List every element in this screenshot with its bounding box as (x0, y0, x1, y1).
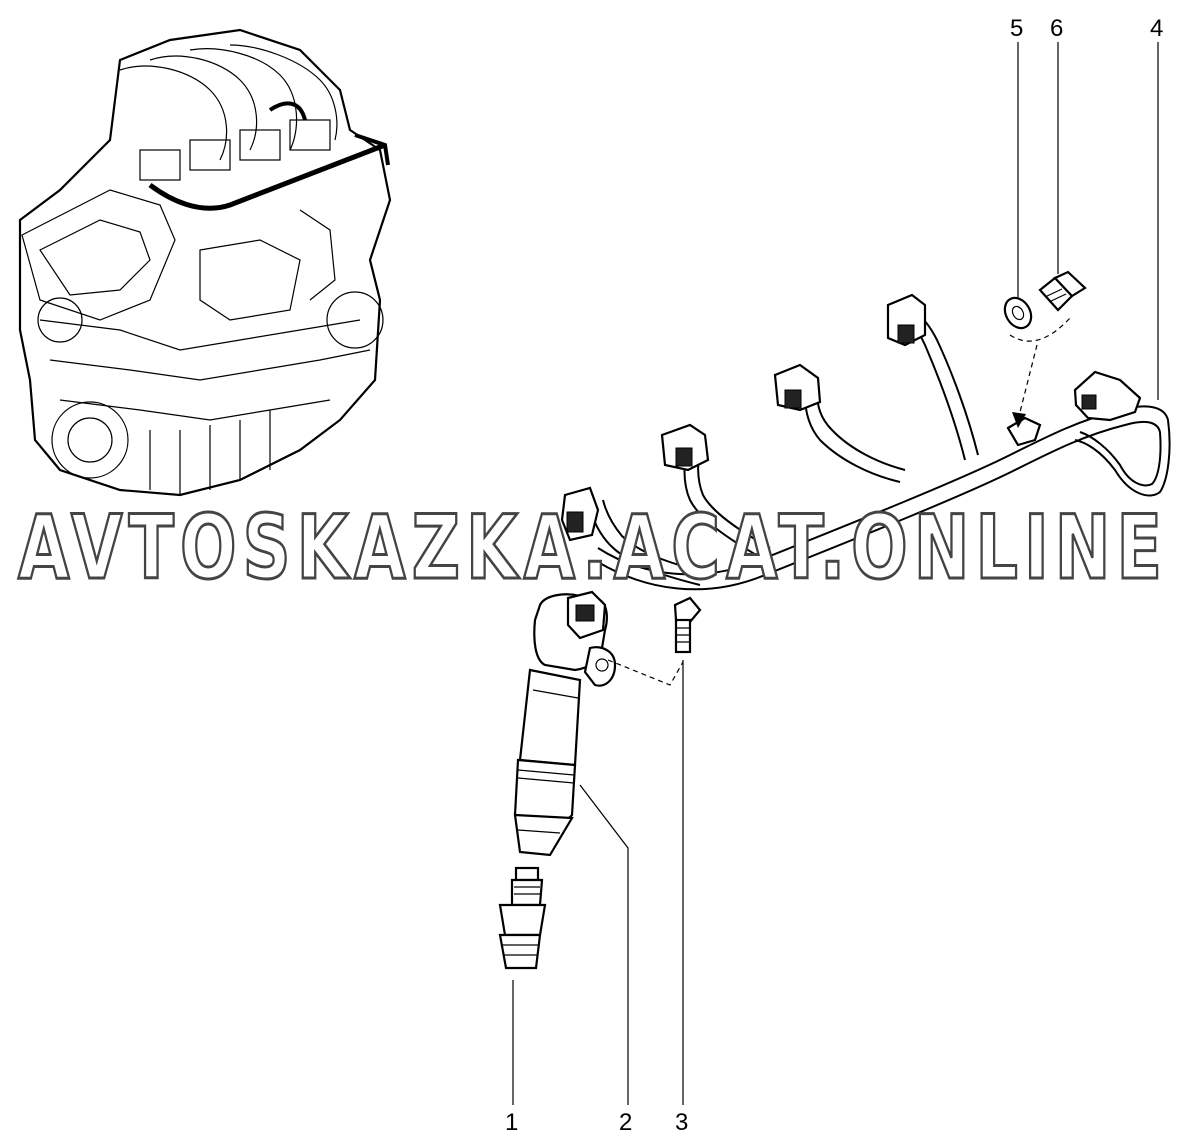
assembly-arrow (1012, 412, 1026, 428)
callout-2: 2 (619, 1109, 632, 1136)
harness-connector (660, 423, 710, 472)
watermark-text: AVTOSKAZKA.ACAT.ONLINE (18, 496, 1168, 599)
callout-4: 4 (1150, 15, 1163, 42)
callout-3: 3 (675, 1109, 688, 1136)
leader-lines (512, 42, 1159, 1105)
callout-1: 1 (505, 1109, 518, 1136)
callout-6: 6 (1050, 15, 1063, 42)
assembly-line (1017, 344, 1038, 421)
washer-part-5 (1003, 296, 1033, 330)
assembly-line (607, 659, 684, 686)
coil-bolt-part-3 (673, 596, 702, 654)
harness-connector (886, 293, 927, 347)
callout-5: 5 (1010, 15, 1023, 42)
harness-connector (773, 363, 822, 412)
harness-connector (560, 486, 600, 542)
engine-overview-illustration (18, 28, 392, 497)
spark-plug-part-1 (498, 866, 547, 970)
ignition-wiring-harness (560, 293, 1171, 591)
bolt-part-6 (1038, 270, 1087, 312)
assembly-line (1009, 317, 1071, 342)
ignition-coil-part-2 (513, 590, 617, 857)
